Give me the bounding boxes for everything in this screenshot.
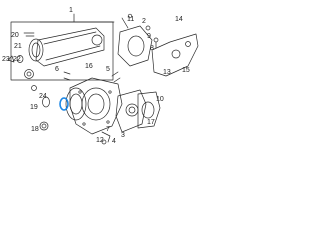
housing-flange (28, 38, 44, 62)
rear-cover-assembly (117, 17, 153, 67)
small-part-24 (31, 85, 37, 91)
callout-15: 15 (182, 67, 190, 74)
callout-11: 11 (127, 16, 135, 23)
callout-10: 10 (156, 96, 164, 103)
ring-gear (65, 87, 87, 121)
fastener-8 (153, 37, 159, 49)
pin-set-20 (23, 32, 35, 37)
bolt-set-6 (63, 71, 71, 81)
callout-12: 12 (96, 137, 104, 144)
callout-17: 17 (147, 119, 155, 126)
callout-7: 7 (106, 126, 110, 133)
mount-bracket (151, 33, 199, 77)
callout-3: 3 (121, 132, 125, 139)
axle-housing-tube (35, 27, 105, 67)
leader-1 (39, 13, 115, 23)
small-ring (16, 55, 24, 63)
fastener-9 (145, 25, 151, 31)
fastener-11 (127, 13, 133, 19)
inset-box (10, 21, 114, 81)
differential-carrier (69, 77, 123, 135)
callout-18: 18 (31, 126, 39, 133)
callout-13: 13 (163, 69, 171, 76)
small-gear (24, 69, 34, 79)
callout-20: 20 (11, 32, 19, 39)
callout-2: 2 (142, 18, 146, 25)
callout-22: 22 (13, 56, 21, 63)
callout-24: 24 (39, 93, 47, 100)
callout-8: 8 (150, 45, 154, 52)
rear-housing (137, 91, 161, 129)
bolt-set-5 (111, 71, 121, 83)
highlight-seal-ring (59, 97, 69, 111)
washer-18 (39, 121, 49, 131)
callout-5: 5 (106, 66, 110, 73)
callout-23: 23 (2, 56, 10, 63)
callout-14: 14 (175, 16, 183, 23)
callout-19: 19 (30, 104, 38, 111)
callout-1: 1 (69, 7, 73, 14)
callout-16: 16 (85, 63, 93, 70)
small-part-23 (7, 55, 15, 63)
seal-19 (42, 96, 50, 108)
callout-4: 4 (112, 138, 116, 145)
pinion-items (101, 131, 111, 145)
callout-9: 9 (147, 33, 151, 40)
callout-21: 21 (14, 43, 22, 50)
diagram-artwork (7, 13, 199, 145)
parts-diagram: 1 20 21 23 22 6 24 19 18 16 5 11 2 9 8 1… (0, 0, 200, 147)
callout-6: 6 (55, 66, 59, 73)
